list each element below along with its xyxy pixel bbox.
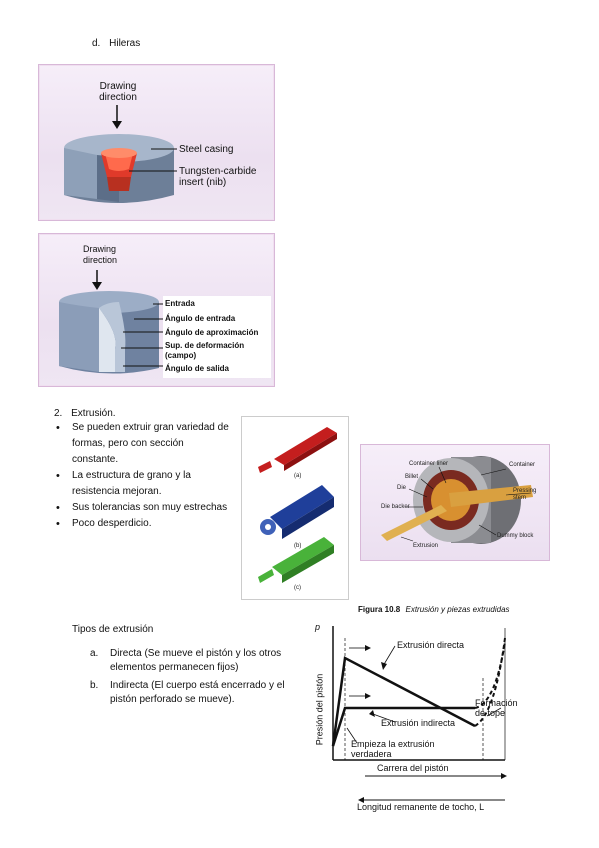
die-labels-panel — [163, 296, 271, 378]
extrusion-press-illustration — [381, 456, 533, 544]
figure-number: Figura 10.8 — [358, 605, 401, 614]
extrusion-number: 2. — [54, 408, 63, 419]
section-d-title: Hileras — [109, 38, 141, 49]
extrusion-bullet: Se pueden extruir gran variedad de forma… — [54, 420, 230, 468]
tipo-a-text: Directa (Se mueve el pistón y los otros … — [110, 648, 282, 673]
entrada-label: Entrada — [165, 299, 195, 308]
y-axis-label: Presión del pistón — [314, 673, 325, 746]
pressing-stem-label: Pressing stem — [513, 488, 537, 501]
section-d-heading: d. Hileras — [92, 37, 140, 51]
tipo-item-a: a. Directa (Se mueve el pistón y los otr… — [90, 647, 286, 675]
extrusion-title: Extrusión. — [71, 408, 116, 419]
tipo-a-letter: a. — [90, 648, 99, 659]
insert-nib-label: insert (nib) — [179, 177, 227, 188]
extrusion-bullets: Se pueden extruir gran variedad de forma… — [54, 420, 234, 532]
container-label: Container — [509, 462, 536, 468]
tipos-title: Tipos de extrusión — [72, 624, 154, 635]
dummy-block-label: Dummy block — [497, 533, 534, 539]
tungsten-carbide-label: Tungsten-carbide — [179, 166, 257, 177]
remaining-length-label: Longitud remanente de tocho, L — [357, 802, 485, 812]
die-section-figure: Drawing direction Entrada Ángulo de entr… — [38, 233, 275, 387]
figure-caption-text: Extrusión y piezas extrudidas — [405, 605, 510, 614]
sup-deformacion-label: Sup. de deformación — [165, 341, 245, 350]
y-symbol: p — [315, 622, 321, 632]
angulo-entrada-label: Ángulo de entrada — [165, 314, 236, 323]
tipo-b-letter: b. — [90, 680, 99, 691]
extrusion-bullet: Poco desperdicio. — [54, 516, 234, 532]
profile-label-a: (a) — [294, 473, 302, 479]
steel-casing-label: Steel casing — [179, 144, 234, 155]
drawing-direction-label-2: Drawing direction — [83, 244, 118, 265]
tipo-b-text: Indirecta (El cuerpo está encerrado y el… — [110, 680, 285, 705]
profile-label-b: (b) — [294, 543, 302, 549]
indirect-extrusion-dashed — [474, 641, 506, 709]
tope-label: Formación de tope — [475, 698, 518, 718]
section-d-letter: d. — [92, 38, 101, 49]
direct-extrusion-line — [331, 656, 476, 747]
die-section-illustration — [59, 270, 163, 374]
pressure-chart: p Presión del pistón Extrusión directa E… — [305, 618, 520, 813]
extrusion-label: Extrusion — [413, 543, 439, 549]
angulo-salida-label: Ángulo de salida — [165, 364, 230, 373]
die-label: Die — [397, 485, 407, 491]
die-nib-illustration — [64, 105, 177, 203]
extrusion-heading: 2. Extrusión. — [54, 407, 116, 421]
x-axis-label: Carrera del pistón — [377, 763, 449, 773]
extrusion-bullet: Sus tolerancias son muy estrechas — [54, 500, 234, 516]
extrusion-press-figure: Container liner Container Billet Die Pre… — [360, 444, 550, 561]
angulo-aproximacion-label: Ángulo de aproximación — [165, 328, 259, 337]
drawing-direction-label: Drawing direction — [99, 81, 137, 103]
container-liner-label: Container liner — [409, 461, 449, 467]
billet-label: Billet — [405, 474, 419, 480]
figure-caption: Figura 10.8 Extrusión y piezas extrudida… — [358, 605, 510, 615]
extrusion-bullet: La estructura de grano y la resistencia … — [54, 468, 230, 500]
direct-extrusion-label: Extrusión directa — [397, 640, 465, 650]
indirect-extrusion-label: Extrusión indirecta — [381, 718, 456, 728]
profile-label-c: (c) — [294, 585, 301, 591]
die-backer-label: Die backer — [381, 504, 410, 510]
extruded-profiles-illustration — [258, 427, 337, 583]
campo-label: (campo) — [165, 351, 197, 360]
true-extrusion-label: Empieza la extrusión verdadera — [351, 739, 435, 759]
tipo-item-b: b. Indirecta (El cuerpo está encerrado y… — [90, 679, 286, 707]
die-nib-figure: Drawing direction Steel casing Tungsten-… — [38, 64, 275, 221]
extruded-profiles-figure: (a) (b) (c) — [241, 416, 349, 600]
pressure-chart-svg — [331, 626, 507, 803]
